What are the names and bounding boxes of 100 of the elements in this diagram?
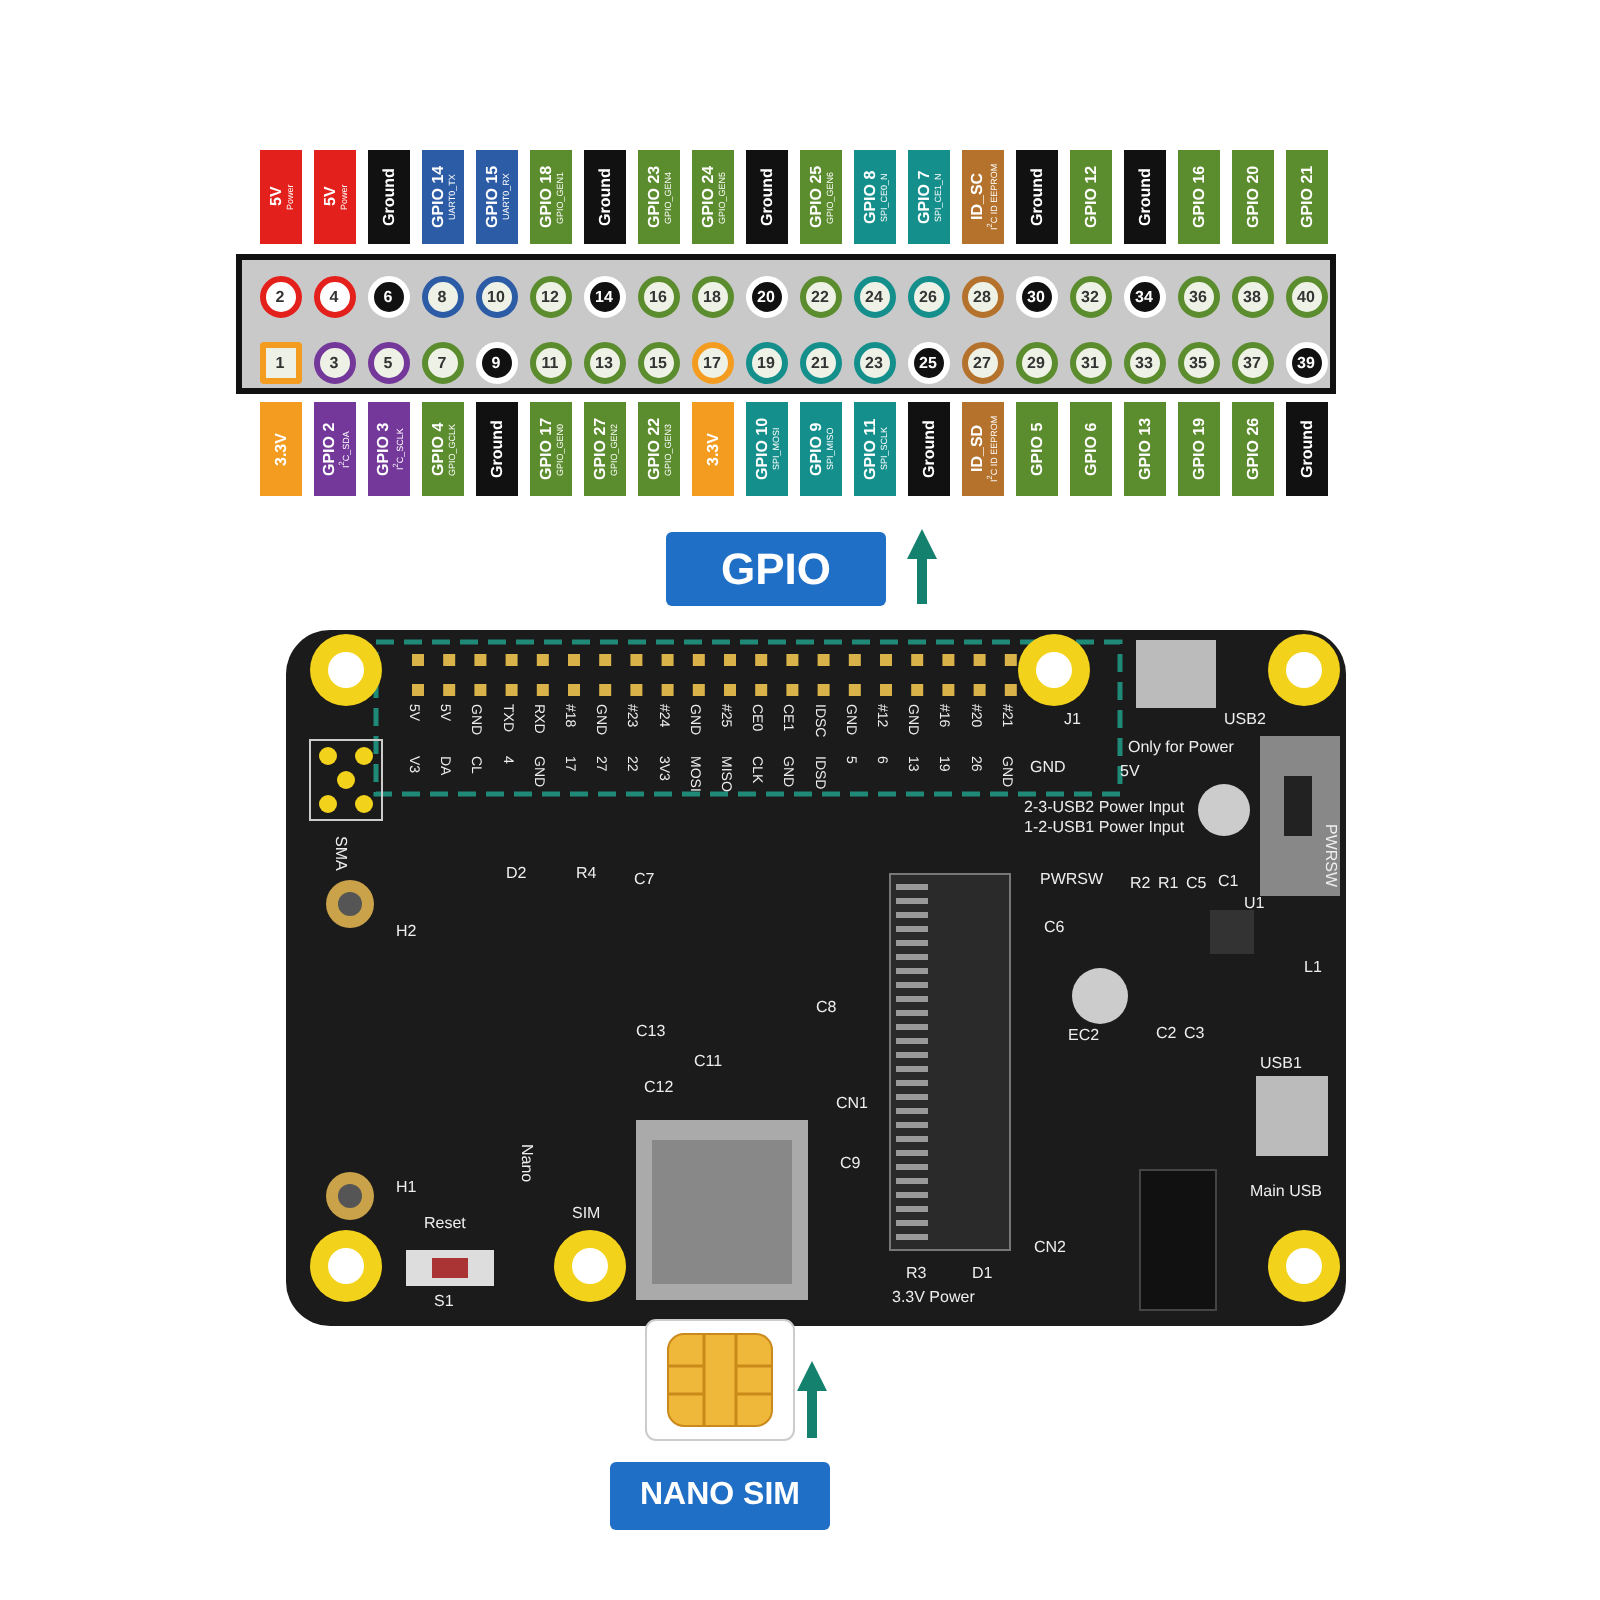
pin-name-text: 5V [266,187,284,207]
silkscreen-label: R1 [1158,876,1179,892]
pin-circle [421,276,463,318]
pin-number: 1 [275,354,285,372]
label-badge: NANO SIM [610,1462,830,1530]
silkscreen-label: 1-2-USB1 Power Input [1024,820,1185,836]
pin-circle [1069,276,1111,318]
pin-circle [475,342,517,384]
pin-number: 32 [1081,288,1099,306]
pin-circle [1231,342,1273,384]
silkscreen-label: USB2 [1224,712,1266,728]
pin-name-text: GPIO 4 [428,422,446,476]
pin-circle [637,276,679,318]
pin-circle [529,276,571,318]
pin-number: 13 [595,354,613,372]
pin-circle [1123,276,1165,318]
pin-number: 6 [383,288,393,306]
pin-number: 36 [1189,288,1207,306]
pin-name-text: GPIO 2 [318,422,337,476]
pin-name-text: Ground [919,420,937,478]
silkscreen-label: C5 [1186,876,1207,892]
pin-circle [1231,276,1273,318]
pin-number: 25 [919,354,937,372]
pin-number: 12 [541,288,559,306]
pin-number: 11 [541,354,559,372]
pin-name-text: GPIO 6 [1081,422,1099,476]
silkscreen-label: GND [1030,760,1066,776]
pin-label-tag [529,150,571,244]
silkscreen-label: C7 [634,872,655,888]
silkscreen-label: H2 [396,924,417,940]
pin-name-text: GPIO 23 [644,165,662,229]
silkscreen-label: R2 [1130,876,1151,892]
label-badge: GPIO [666,532,886,606]
pin-name-text: GPIO 7 [914,170,932,224]
pin-label-tag [799,150,841,244]
pin-label-tag [529,402,571,496]
silkscreen-label: R3 [906,1266,927,1282]
pin-label-tag [259,150,301,244]
sim-card-icon [644,1318,796,1442]
pin-circle [907,276,949,318]
pin-name-text: GPIO 19 [1189,417,1207,481]
silkscreen-label: PWRSW [1040,872,1104,888]
pin-label-tag [907,150,949,244]
pin-name-text: GPIO 9 [806,422,824,476]
pin-name-text: Ground [1297,420,1315,478]
pin-label-tag [907,402,949,496]
pin-circle [259,276,301,318]
silkscreen-label: CN1 [836,1096,869,1112]
pin-number: 14 [595,288,613,306]
pin-number: 18 [703,288,721,306]
pin-circle [583,276,625,318]
pin-number: 34 [1135,288,1153,306]
pin-number: 19 [757,354,775,372]
pin-name-text: 3.3V [703,432,721,466]
pin-label-tag [367,150,409,244]
pin-number: 7 [437,354,447,372]
pin-number: 17 [703,354,721,372]
pin-label-tag [421,402,463,496]
silkscreen-label: Only for Power [1128,740,1234,756]
pin-name-text: GPIO 13 [1135,417,1153,481]
pin-name-text: Ground [1027,168,1045,226]
pin-circle [1285,276,1327,318]
pin-label-tag [1177,150,1219,244]
silkscreen-label: Reset [424,1216,466,1232]
pin-name-text: 5V [320,187,338,207]
pin-circle [691,276,733,318]
pin-circle [907,342,949,384]
pin-label-tag [421,150,463,244]
pin-number: 37 [1243,354,1261,372]
pin-number: 23 [865,354,883,372]
pin-circle [313,276,355,318]
pin-label-tag [1069,150,1111,244]
silkscreen-label: C9 [840,1156,861,1172]
pin-label-tag [1123,402,1165,496]
pin-label-tag [1285,402,1327,496]
pin-number: 28 [973,288,991,306]
pin-name-text: GPIO 17 [536,417,554,481]
pin-name-text: GPIO 5 [1027,422,1045,476]
pin-circle [853,276,895,318]
pin-name-text: GPIO 27 [590,417,608,481]
silkscreen-label: C3 [1184,1026,1205,1042]
silkscreen-label: PWRSW [1322,824,1338,888]
pin-label-tag [1231,150,1273,244]
pin-number: 3 [329,354,339,372]
pin-name-text: Ground [379,168,397,226]
pin-circle [853,342,895,384]
pin-label-tag [1015,402,1057,496]
pin-name-text: GPIO 15 [482,165,500,229]
pin-number: 30 [1027,288,1045,306]
pin-name-text: GPIO 18 [536,165,554,229]
pin-circle [529,342,571,384]
silkscreen-label: C1 [1218,874,1239,890]
pin-name-text: 3.3V [271,432,289,466]
pin-label-tag [961,150,1003,244]
pin-label-tag [1123,150,1165,244]
pin-circle [1069,342,1111,384]
pin-number: 29 [1027,354,1045,372]
pin-number: 31 [1081,354,1099,372]
silkscreen-label: R4 [576,866,597,882]
pin-label-tag [313,402,355,496]
